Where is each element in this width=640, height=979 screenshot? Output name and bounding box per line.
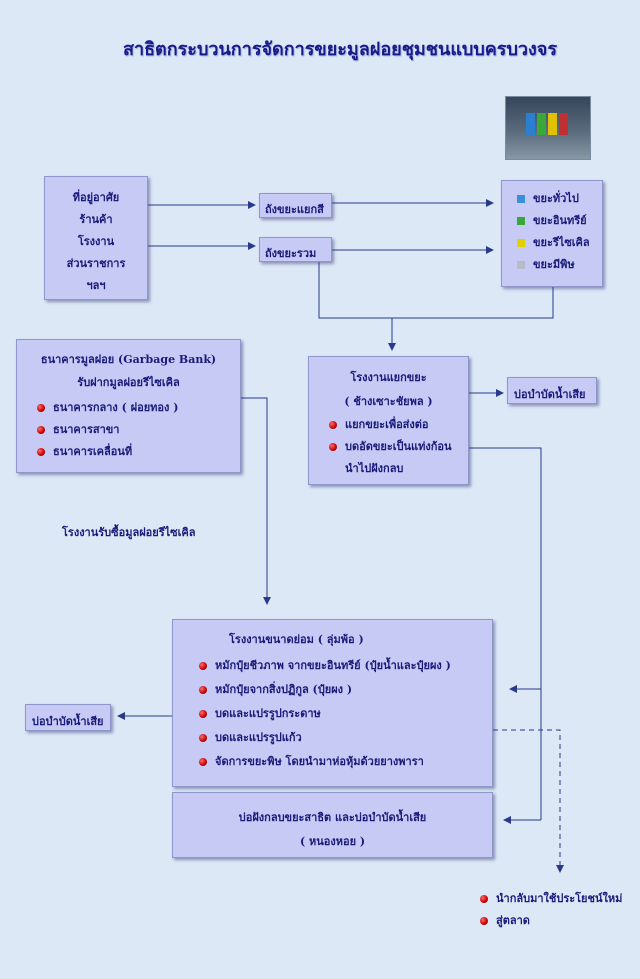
green-bin xyxy=(537,113,546,135)
factory-item: หมักปุ๋ยจากสิ่งปฏิกูล (ปุ๋ยผง ) xyxy=(199,678,492,702)
outcome-item: สู่ตลาด xyxy=(480,910,622,932)
bin-separate-box: ถังขยะแยกสี xyxy=(259,193,332,218)
wastewater-label: บ่อบำบัดน้ำเสีย xyxy=(32,715,104,728)
source-item: ฯลฯ xyxy=(86,279,106,292)
bank-item: ธนาคารสาขา xyxy=(37,419,240,441)
factory-item: บดและแปรรูปแก้ว xyxy=(199,726,492,750)
recycle-buyer-label: โรงงานรับซื้อมูลฝอยรีไซเคิล xyxy=(62,526,196,539)
landfill-line1: บ่อฝังกลบขยะสาธิต และบ่อบำบัดน้ำเสีย xyxy=(238,811,427,824)
factory-item: จัดการขยะพิษ โดยนำมาห่อหุ้มด้วยยางพารา xyxy=(199,750,492,774)
small-factory-title: โรงงานขนาดย่อม ( ลุ่มพ้อ ) xyxy=(229,633,364,646)
dashed-line-to-outcomes xyxy=(493,729,564,873)
landfill-box: บ่อฝังกลบขยะสาธิต และบ่อบำบัดน้ำเสีย ( ห… xyxy=(172,792,493,858)
wastewater-box-right: บ่อบำบัดน้ำเสีย xyxy=(507,377,597,404)
square-yellow-icon xyxy=(517,239,525,247)
factory-item: หมักปุ๋ยชีวภาพ จากขยะอินทรีย์ (ปุ๋ยน้ำแล… xyxy=(199,654,492,678)
bin-mixed-label: ถังขยะรวม xyxy=(265,247,317,260)
bullet-icon xyxy=(199,734,207,742)
sorting-plant-box: โรงงานแยกขยะ ( ช้างเซาะชัยพล ) แยกขยะเพื… xyxy=(308,356,469,485)
bank-item: ธนาคารกลาง ( ฝอยทอง ) xyxy=(37,397,240,419)
small-factory-box: โรงงานขนาดย่อม ( ลุ่มพ้อ ) หมักปุ๋ยชีวภา… xyxy=(172,619,493,787)
bins-photo xyxy=(505,96,591,160)
sorting-plant-title: โรงงานแยกขยะ xyxy=(350,371,427,384)
bullet-icon xyxy=(199,662,207,670)
bullet-icon xyxy=(199,686,207,694)
bank-title: ธนาคารมูลฝอย (Garbage Bank) xyxy=(40,353,217,366)
garbage-bank-box: ธนาคารมูลฝอย (Garbage Bank) รับฝากมูลฝอย… xyxy=(16,339,241,473)
source-item: ที่อยู่อาศัย xyxy=(72,191,120,204)
line-sorting-down xyxy=(469,447,542,820)
bullet-icon xyxy=(37,426,45,434)
bank-subtitle: รับฝากมูลฝอยรีไซเคิล xyxy=(77,376,180,389)
waste-type-item: ขยะมีพิษ xyxy=(517,254,602,276)
source-item: โรงงาน xyxy=(77,235,115,248)
blue-bin xyxy=(526,113,535,135)
red-bin xyxy=(559,113,568,135)
factory-item: บดและแปรรูปกระดาษ xyxy=(199,702,492,726)
square-gray-icon xyxy=(517,261,525,269)
sorting-item: แยกขยะเพื่อส่งต่อ xyxy=(329,414,468,436)
waste-type-item: ขยะรีไซเคิล xyxy=(517,232,602,254)
bullet-icon xyxy=(199,710,207,718)
bullet-icon xyxy=(37,404,45,412)
page-title: สาธิตกระบวนการจัดการขยะมูลฝอยชุมชนแบบครบ… xyxy=(122,39,558,60)
sorting-plant-subtitle: ( ช้างเซาะชัยพล ) xyxy=(344,395,433,408)
waste-type-item: ขยะทั่วไป xyxy=(517,188,602,210)
waste-types-box: ขยะทั่วไป ขยะอินทรีย์ ขยะรีไซเคิล ขยะมีพ… xyxy=(501,180,603,287)
bullet-icon xyxy=(37,448,45,456)
waste-type-item: ขยะอินทรีย์ xyxy=(517,210,602,232)
source-item: ร้านค้า xyxy=(79,213,113,226)
sorting-continuation: นำไปฝังกลบ xyxy=(345,462,404,475)
square-blue-icon xyxy=(517,195,525,203)
bullet-icon xyxy=(199,758,207,766)
landfill-line2: ( หนองหอย ) xyxy=(299,835,366,848)
square-green-icon xyxy=(517,217,525,225)
sources-box: ที่อยู่อาศัย ร้านค้า โรงงาน ส่วนราชการ ฯ… xyxy=(44,176,148,300)
bullet-icon xyxy=(329,421,337,429)
sorting-item: บดอัดขยะเป็นแท่งก้อน xyxy=(329,436,468,458)
outcomes-list: นำกลับมาใช้ประโยชน์ใหม่ สู่ตลาด xyxy=(480,888,622,932)
bank-item: ธนาคารเคลื่อนที่ xyxy=(37,441,240,463)
source-item: ส่วนราชการ xyxy=(66,257,126,270)
wastewater-label: บ่อบำบัดน้ำเสีย xyxy=(514,388,586,401)
yellow-bin xyxy=(548,113,557,135)
wastewater-box-left: บ่อบำบัดน้ำเสีย xyxy=(25,704,111,731)
bin-separate-label: ถังขยะแยกสี xyxy=(265,203,324,216)
outcome-item: นำกลับมาใช้ประโยชน์ใหม่ xyxy=(480,888,622,910)
bin-mixed-box: ถังขยะรวม xyxy=(259,237,332,262)
bullet-icon xyxy=(480,917,488,925)
arrow-bank-to-factory xyxy=(241,397,271,605)
bullet-icon xyxy=(480,895,488,903)
bullet-icon xyxy=(329,443,337,451)
line-merge xyxy=(318,262,554,319)
